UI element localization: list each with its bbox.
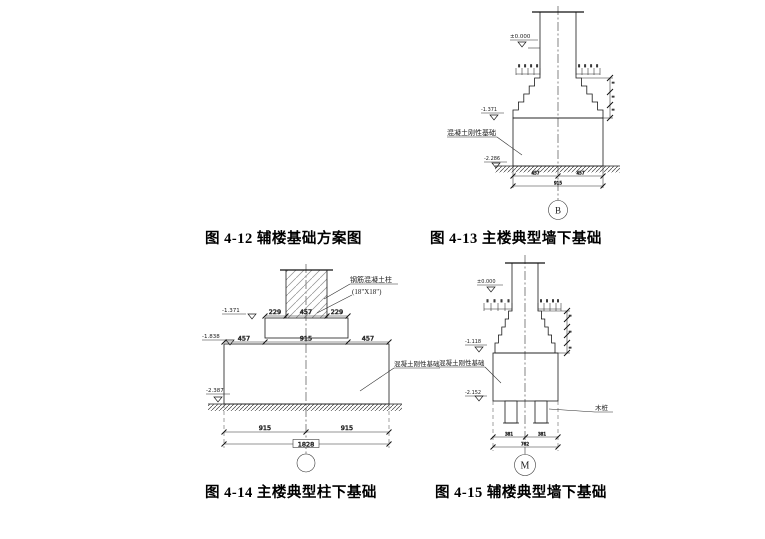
pile-label: 木桩 [548,403,613,413]
elevation-mark-top: ±0.000 [477,279,503,293]
footing-label: 混凝土刚性基础 [447,128,523,156]
elevation-value: -1.118 [465,339,481,345]
brick-offset-ticks-left [515,64,541,75]
dim-total: 915 [554,181,562,186]
grid-bubble: M [514,454,536,476]
dim-total: 1828 [298,441,315,449]
dim-right: 381 [538,432,546,437]
caption-fig-4-14: 图 4-14 主楼典型柱下基础 [205,485,377,501]
elevation-value: ±0.000 [510,34,531,40]
step-dimension-chain [581,74,615,122]
elevation-value: ±0.000 [477,279,496,285]
figure-4-15-drawing: ±0.000 [439,255,613,476]
dim-457-right: 457 [362,335,374,343]
dimension-row-2: 457 915 457 [221,334,392,345]
figure-4-13-drawing: ±0.000 [447,6,620,220]
grid-bubble: B [548,200,568,220]
dim-229-right: 229 [331,308,343,316]
dim-915-center: 915 [300,335,312,343]
elevation-value: -1.371 [481,107,497,113]
grid-bubble-letter: M [521,461,530,472]
column-label-text: 钢筋混凝土柱 [350,275,392,284]
concrete-footing [492,352,559,402]
elevation-mark-bottom: -2.152 [465,390,487,402]
dim-left: 457 [532,171,540,176]
caption-fig-4-13: 图 4-13 主楼典型墙下基础 [430,231,602,247]
elevation-mark-bottom: -2.286 [484,156,507,169]
step-dimension-chain [541,307,572,357]
elevation-value: -2.152 [465,390,481,396]
elevation-mark-3: -2.387 [206,388,230,403]
elevation-mark-mid: -1.118 [465,339,487,353]
concrete-column [280,269,333,318]
elevation-value: -1.838 [202,334,220,340]
wood-piles [503,400,549,424]
brick-offset-ticks-right [575,64,601,75]
caption-fig-4-12: 图 4-12 辅楼基础方案图 [205,231,362,247]
elevation-mark-top: ±0.000 [510,34,540,49]
dim-457-center: 457 [300,308,312,316]
dim-left: 381 [505,432,513,437]
dim-457-left: 457 [238,335,250,343]
footing-label-text: 混凝土刚性基础 [394,359,440,368]
elevation-mark-1: -1.371 [222,308,257,320]
grid-bubble [296,453,316,473]
bottom-dimensions: 381 381 762 [490,401,561,451]
footing-label-text: 混凝土刚性基础 [439,358,485,367]
figure-4-14-drawing: 钢筋混凝土柱 (18"X18") 229 457 229 -1.371 [202,264,440,473]
footing-label: 混凝土刚性基础 [439,358,502,384]
pile-label-text: 木桩 [595,403,609,412]
footing-label-text: 混凝土刚性基础 [447,128,496,137]
grid-bubble-letter: B [555,206,561,216]
caption-fig-4-15: 图 4-15 辅楼典型墙下基础 [435,485,607,501]
footing-step-1 [264,317,349,339]
ground-hatch [208,403,402,411]
dim-total: 762 [521,442,529,447]
bottom-dimensions: 915 915 1828 [221,404,392,449]
elevation-value: -2.387 [206,388,224,394]
elevation-mark-mid: -1.371 [481,107,504,121]
footing-label: 混凝土刚性基础 [359,359,440,392]
dim-915-left: 915 [259,424,271,432]
dimension-row-1: 229 457 229 [262,308,351,319]
column-size-text: (18"X18") [352,288,382,296]
dim-right: 457 [577,171,585,176]
elevation-value: -2.286 [484,156,500,162]
brick-offset-ticks-left [483,299,513,311]
bottom-dimensions: 457 457 915 [510,166,606,189]
column-label: 钢筋混凝土柱 (18"X18") [316,275,398,314]
ground-hatch [495,165,620,173]
concrete-footing [223,343,390,405]
elevation-value: -1.371 [222,308,240,314]
brick-offset-ticks-right [537,299,562,311]
dim-229-left: 229 [269,308,281,316]
dim-915-right: 915 [341,424,353,432]
elevation-mark-2: -1.838 [202,334,235,346]
